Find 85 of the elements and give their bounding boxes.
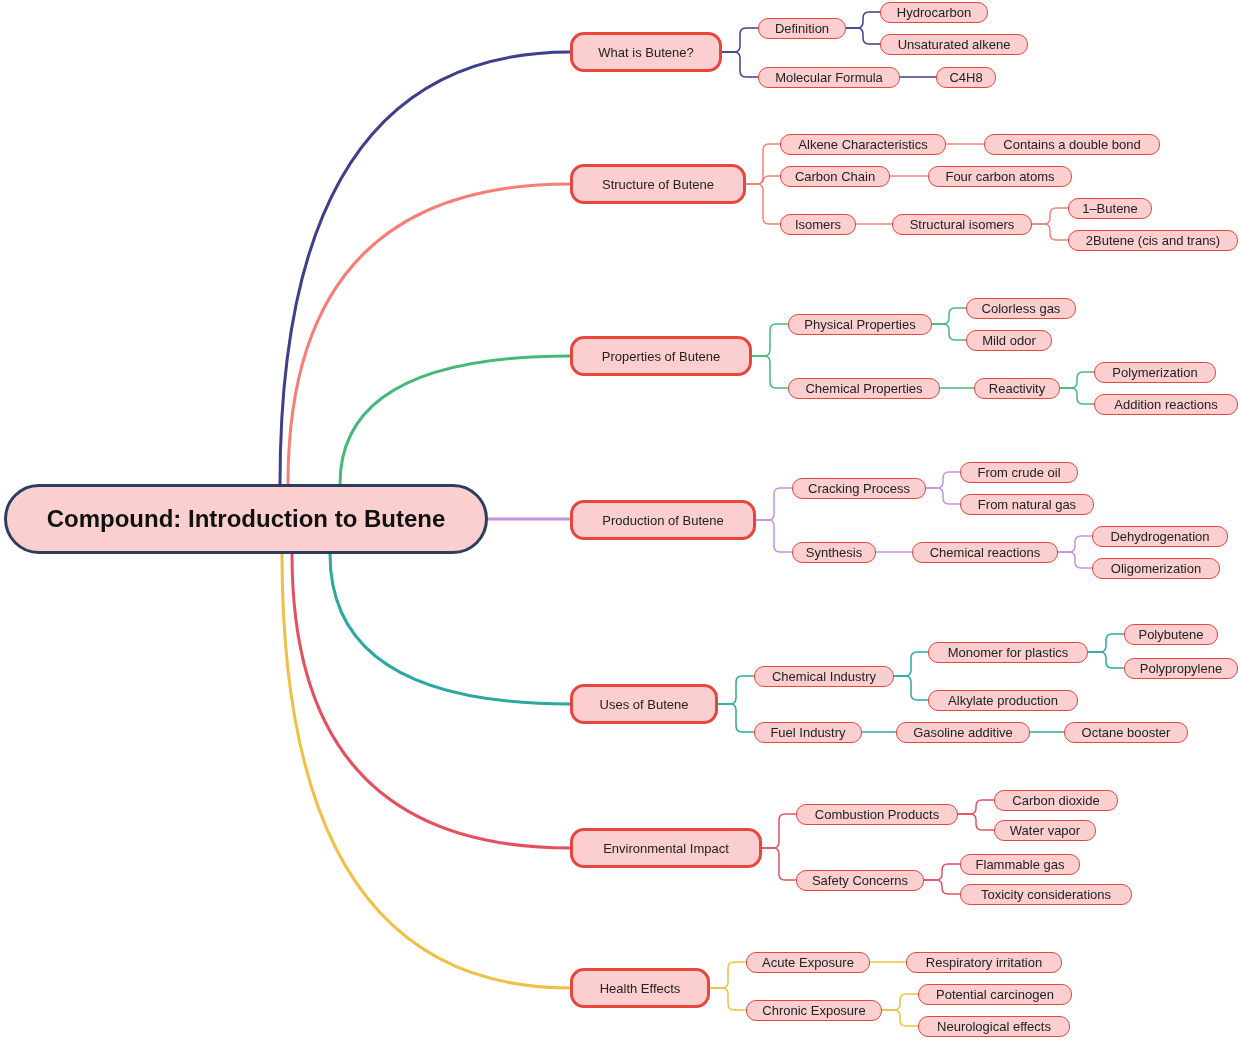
connector-line (899, 76, 937, 78)
subtopic: Isomers (780, 213, 856, 235)
subtopic: Structural isomers (892, 213, 1032, 235)
subtopic: Physical Properties (788, 313, 932, 335)
connector-line (855, 223, 893, 225)
subtopic: Addition reactions (1094, 393, 1238, 415)
subtopic: Potential carcinogen (918, 983, 1072, 1005)
subtopic: Respiratory irritation (906, 951, 1062, 973)
subtopic: From natural gas (960, 493, 1094, 515)
connector-line (889, 175, 929, 177)
connector-line (923, 879, 961, 895)
subtopic: Carbon Chain (780, 165, 890, 187)
subtopic: Fuel Industry (754, 721, 862, 743)
connector-line (869, 961, 907, 963)
subtopic: Gasoline additive (896, 721, 1030, 743)
main-topic: Properties of Butene (570, 336, 752, 376)
connector-line (925, 487, 961, 505)
connector-line (939, 387, 975, 389)
subtopic: Safety Concerns (796, 869, 924, 891)
connector-line (861, 731, 897, 733)
connector-line (875, 551, 913, 553)
subtopic: Four carbon atoms (928, 165, 1072, 187)
subtopic: Flammable gas (960, 853, 1080, 875)
subtopic: Neurological effects (918, 1015, 1070, 1037)
subtopic: Reactivity (974, 377, 1060, 399)
connector-line (338, 354, 571, 485)
subtopic: Chronic Exposure (746, 999, 882, 1021)
main-topic: Health Effects (570, 968, 710, 1008)
subtopic: Chemical Properties (788, 377, 940, 399)
connector-line (1031, 223, 1069, 241)
connector-line (290, 553, 571, 850)
connector-line (845, 27, 881, 45)
main-topic: Structure of Butene (570, 164, 746, 204)
subtopic: Cracking Process (792, 477, 926, 499)
subtopic: 2Butene (cis and trans) (1068, 229, 1238, 251)
subtopic: Colorless gas (966, 297, 1076, 319)
main-topic: Production of Butene (570, 500, 756, 540)
subtopic: From crude oil (960, 461, 1078, 483)
connector-line (1087, 651, 1125, 669)
connector-line (751, 355, 789, 389)
connector-line (721, 51, 759, 78)
connector-line (488, 517, 570, 521)
subtopic: Dehydrogenation (1092, 525, 1228, 547)
main-topic: Uses of Butene (570, 684, 718, 724)
subtopic: Chemical Industry (754, 665, 894, 687)
connector-line (709, 987, 747, 1011)
connector-line (286, 182, 571, 485)
subtopic: Water vapor (994, 819, 1096, 841)
subtopic: Chemical reactions (912, 541, 1058, 563)
subtopic: Alkylate production (928, 689, 1078, 711)
subtopic: Synthesis (792, 541, 876, 563)
subtopic: Contains a double bond (984, 133, 1160, 155)
subtopic: Carbon dioxide (994, 789, 1118, 811)
subtopic: Octane booster (1064, 721, 1188, 743)
main-topic: What is Butene? (570, 32, 722, 72)
connector-line (278, 50, 571, 485)
subtopic: 1–Butene (1068, 197, 1152, 219)
subtopic: Molecular Formula (758, 66, 900, 88)
subtopic: Polypropylene (1124, 657, 1238, 679)
central-topic: Compound: Introduction to Butene (4, 484, 488, 554)
connector-line (1057, 551, 1093, 569)
connector-line (280, 553, 571, 990)
subtopic: Toxicity considerations (960, 883, 1132, 905)
subtopic: Alkene Characteristics (780, 133, 946, 155)
connector-line (1029, 731, 1065, 733)
subtopic: Unsaturated alkene (880, 33, 1028, 55)
subtopic: Polymerization (1094, 361, 1216, 383)
subtopic: Mild odor (966, 329, 1052, 351)
connector-line (881, 1009, 919, 1027)
subtopic: Acute Exposure (746, 951, 870, 973)
connector-line (1059, 387, 1095, 405)
subtopic: Polybutene (1124, 623, 1218, 645)
connector-line (931, 323, 967, 341)
subtopic: Definition (758, 17, 846, 39)
subtopic: Hydrocarbon (880, 1, 988, 23)
subtopic: Oligomerization (1092, 557, 1220, 579)
connector-line (328, 553, 571, 706)
subtopic: C4H8 (936, 66, 996, 88)
subtopic: Monomer for plastics (928, 641, 1088, 663)
connector-line (717, 703, 755, 733)
connector-line (945, 143, 985, 145)
connector-line (957, 813, 995, 831)
subtopic: Combustion Products (796, 803, 958, 825)
connector-line (755, 519, 793, 553)
main-topic: Environmental Impact (570, 828, 762, 868)
